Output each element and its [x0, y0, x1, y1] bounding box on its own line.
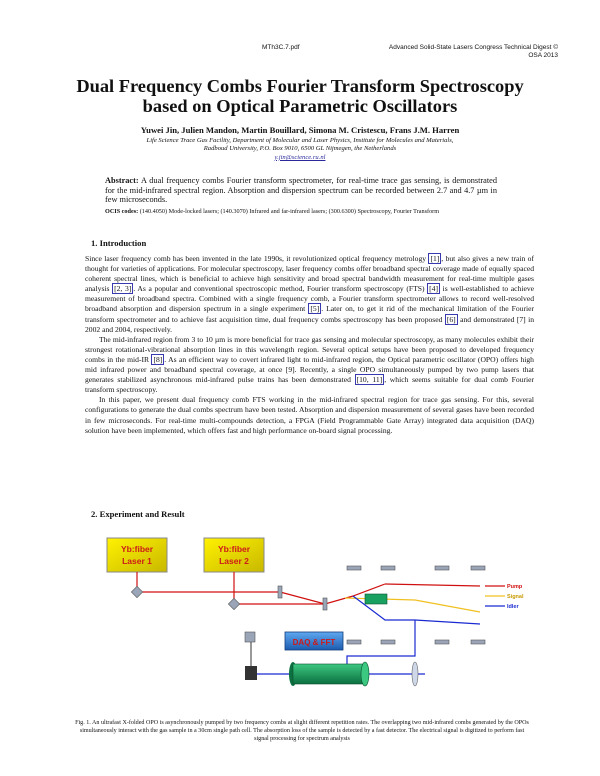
- laser1-label-line1: Yb:fiber: [121, 544, 154, 554]
- intro-paragraph-3: In this paper, we present dual frequency…: [85, 395, 534, 435]
- yb-fiber-laser-1: Yb:fiber Laser 1: [106, 537, 168, 573]
- beam-legend: Pump Signal Idler: [485, 584, 524, 610]
- abstract: Abstract: A dual frequency combs Fourier…: [105, 176, 497, 205]
- affiliation: Life Science Trace Gas Facility, Departm…: [90, 137, 510, 162]
- daq-label: DAQ & FFT: [293, 638, 336, 647]
- p1-text-f: and demonstrated [7] in 2002 and 2004, r…: [85, 314, 534, 334]
- citation-link[interactable]: [5]: [308, 303, 322, 315]
- yb-fiber-laser-2: Yb:fiber Laser 2: [203, 537, 265, 573]
- laser1-label-line2: Laser 1: [122, 556, 152, 566]
- p2-text-a: The mid-infrared region from 3 to 10 µm …: [85, 334, 534, 364]
- introduction-body: Since laser frequency comb has been inve…: [85, 253, 534, 436]
- legend-pump: Pump: [507, 584, 523, 590]
- paper-title-line1: Dual Frequency Combs Fourier Transform S…: [76, 76, 524, 96]
- affiliation-line1: Life Science Trace Gas Facility, Departm…: [146, 137, 454, 144]
- laser2-label-line2: Laser 2: [219, 556, 249, 566]
- p2-text-b: . As an efficient way to covert infrared…: [85, 354, 534, 385]
- ocis-label: OCIS codes:: [105, 208, 139, 215]
- section-heading-experiment: 2. Experiment and Result: [91, 509, 185, 519]
- p1-text-a: Since laser frequency comb has been inve…: [85, 254, 429, 263]
- header-conference-line1: Advanced Solid-State Lasers Congress Tec…: [388, 44, 558, 51]
- ocis-text: (140.4050) Mode-locked lasers; (140.3070…: [138, 208, 440, 215]
- citation-link[interactable]: [1]: [428, 253, 442, 264]
- header-conference-line2: OSA 2013: [528, 52, 558, 59]
- experimental-setup-figure: Yb:fiber Laser 1 Yb:fiber Laser 2: [106, 537, 524, 687]
- abstract-label: Abstract:: [105, 176, 139, 185]
- affiliation-line2: Radboud University, P.O. Box 9010, 6500 …: [203, 145, 397, 153]
- pump-beam-path: [136, 572, 481, 605]
- citation-link[interactable]: [4]: [427, 283, 440, 295]
- p1-text-c: . As a popular and conventional spectros…: [133, 284, 428, 294]
- daq-fft-box: DAQ & FFT: [284, 631, 344, 651]
- citation-link[interactable]: [10, 11]: [354, 374, 385, 386]
- p2-text-c: , which seems suitable for dual comb Fou…: [85, 375, 534, 395]
- detector-icon: [245, 666, 257, 680]
- author-list: Yuwei Jin, Julien Mandon, Martin Bouilla…: [140, 125, 460, 135]
- intro-paragraph-1: Since laser frequency comb has been inve…: [85, 253, 534, 335]
- header-conference: Advanced Solid-State Lasers Congress Tec…: [368, 44, 558, 60]
- paper-title: Dual Frequency Combs Fourier Transform S…: [40, 76, 560, 116]
- legend-signal: Signal: [507, 594, 524, 600]
- gas-cell: [289, 661, 370, 687]
- paper-title-line2: based on Optical Parametric Oscillators: [142, 96, 458, 116]
- author-email-link[interactable]: y.jin@science.ru.nl: [274, 153, 326, 161]
- figure-caption: Fig. 1. An ultrafast X-folded OPO is asy…: [75, 720, 529, 742]
- p1-text-d: is well-established to achieve measureme…: [85, 284, 534, 314]
- lens-icon: [411, 661, 419, 687]
- citation-link[interactable]: [8]: [151, 353, 165, 365]
- citation-link[interactable]: [6]: [444, 313, 458, 325]
- header-filename: MTh3C.7.pdf: [262, 44, 300, 51]
- p1-text-e: . Later on, to get it rid of the mechani…: [85, 304, 534, 324]
- mirror-icon: [130, 565, 486, 645]
- section-heading-introduction: 1. Introduction: [91, 238, 147, 248]
- abstract-text: A dual frequency combs Fourier transform…: [105, 176, 497, 205]
- intro-paragraph-2: The mid-infrared region from 3 to 10 µm …: [85, 335, 534, 396]
- legend-idler: Idler: [507, 604, 519, 610]
- p1-text-b: , but also gives a new train of thought …: [85, 254, 534, 294]
- laser2-label-line1: Yb:fiber: [218, 544, 251, 554]
- citation-link[interactable]: [2, 3]: [112, 283, 134, 295]
- opo-crystal: [364, 593, 388, 605]
- ocis-codes: OCIS codes: (140.4050) Mode-locked laser…: [105, 208, 497, 216]
